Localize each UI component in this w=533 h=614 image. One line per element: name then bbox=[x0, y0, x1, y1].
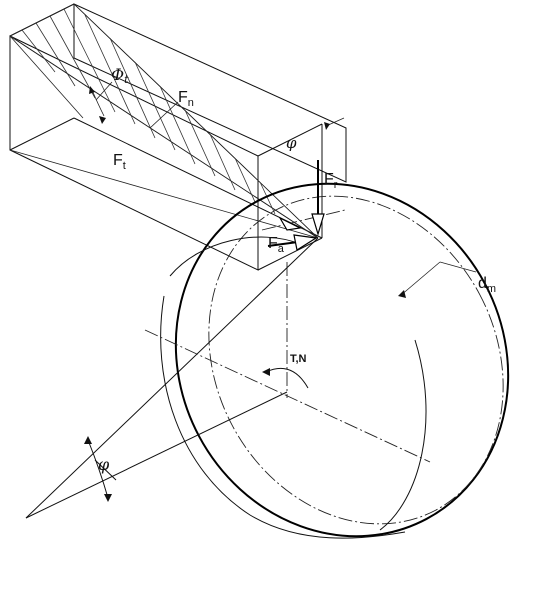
label-pressure-angle: φ bbox=[286, 134, 297, 152]
hatch-line bbox=[234, 157, 256, 203]
gear-axis-line bbox=[144, 329, 431, 463]
hatch-line bbox=[84, 14, 136, 125]
pitch-cone bbox=[25, 237, 319, 519]
contact-centerline bbox=[261, 209, 346, 231]
cone-angle-arc bbox=[87, 439, 109, 499]
hatch-line bbox=[184, 109, 216, 177]
phi-box-arrow bbox=[324, 122, 330, 130]
pitch-circle bbox=[208, 195, 504, 525]
gear-inner-contour bbox=[169, 236, 301, 277]
gear-outer-face bbox=[174, 182, 510, 538]
phi-t-arrow bbox=[99, 116, 106, 124]
label-phi-t: Φt bbox=[111, 65, 129, 86]
label-torque: T,N bbox=[290, 353, 307, 365]
hatch-line bbox=[35, 22, 76, 87]
label-radial-force: Fr bbox=[324, 171, 338, 191]
label-axial-force: Fa bbox=[268, 235, 285, 255]
hatch-line bbox=[63, 8, 116, 113]
box-edge bbox=[257, 237, 323, 271]
torque-arrow bbox=[262, 368, 270, 376]
bevel-gear bbox=[160, 182, 510, 539]
gear-inner-contour bbox=[379, 339, 427, 531]
hatch-line bbox=[109, 37, 156, 139]
fn-leader bbox=[149, 101, 179, 129]
cone-axis bbox=[25, 391, 288, 519]
hatched-plane bbox=[9, 3, 319, 239]
phi-t-leader bbox=[95, 81, 113, 101]
hatched-triangle-outline bbox=[9, 3, 319, 239]
box-back-face bbox=[73, 3, 347, 183]
dm-leader bbox=[399, 261, 441, 297]
label-mean-diameter: dm bbox=[478, 275, 496, 295]
hatch-line bbox=[209, 133, 236, 191]
axial-force-line bbox=[267, 241, 299, 247]
hatch-line bbox=[159, 85, 196, 165]
hatch-line bbox=[259, 181, 276, 215]
box-diagonal bbox=[9, 149, 319, 239]
axial-force-arrowhead bbox=[293, 234, 318, 251]
phi-t-arrow bbox=[89, 86, 95, 94]
radial-force-arrowhead bbox=[311, 213, 325, 237]
cone-angle-arrow bbox=[84, 436, 92, 444]
label-normal-force: Fn bbox=[178, 89, 194, 109]
cone-angle-arrow bbox=[104, 494, 112, 502]
force-arrows bbox=[267, 160, 325, 251]
gear-back-contour bbox=[160, 295, 406, 539]
torque-arc bbox=[265, 368, 309, 389]
label-tangential-force: Ft bbox=[113, 152, 126, 172]
cone-angle-arc bbox=[94, 459, 117, 481]
box-diagonal bbox=[9, 35, 84, 119]
label-pitch-cone-angle: φ bbox=[98, 455, 110, 474]
hatch-line bbox=[134, 61, 176, 151]
box-edge bbox=[257, 123, 323, 157]
hatch-line bbox=[21, 29, 56, 73]
hatch-line bbox=[49, 15, 96, 99]
box-edge bbox=[9, 117, 75, 151]
tangential-force-arrowhead bbox=[278, 216, 302, 231]
dm-arrow bbox=[398, 290, 406, 298]
dm-leader bbox=[439, 261, 477, 273]
cone-generatrix bbox=[25, 237, 319, 519]
